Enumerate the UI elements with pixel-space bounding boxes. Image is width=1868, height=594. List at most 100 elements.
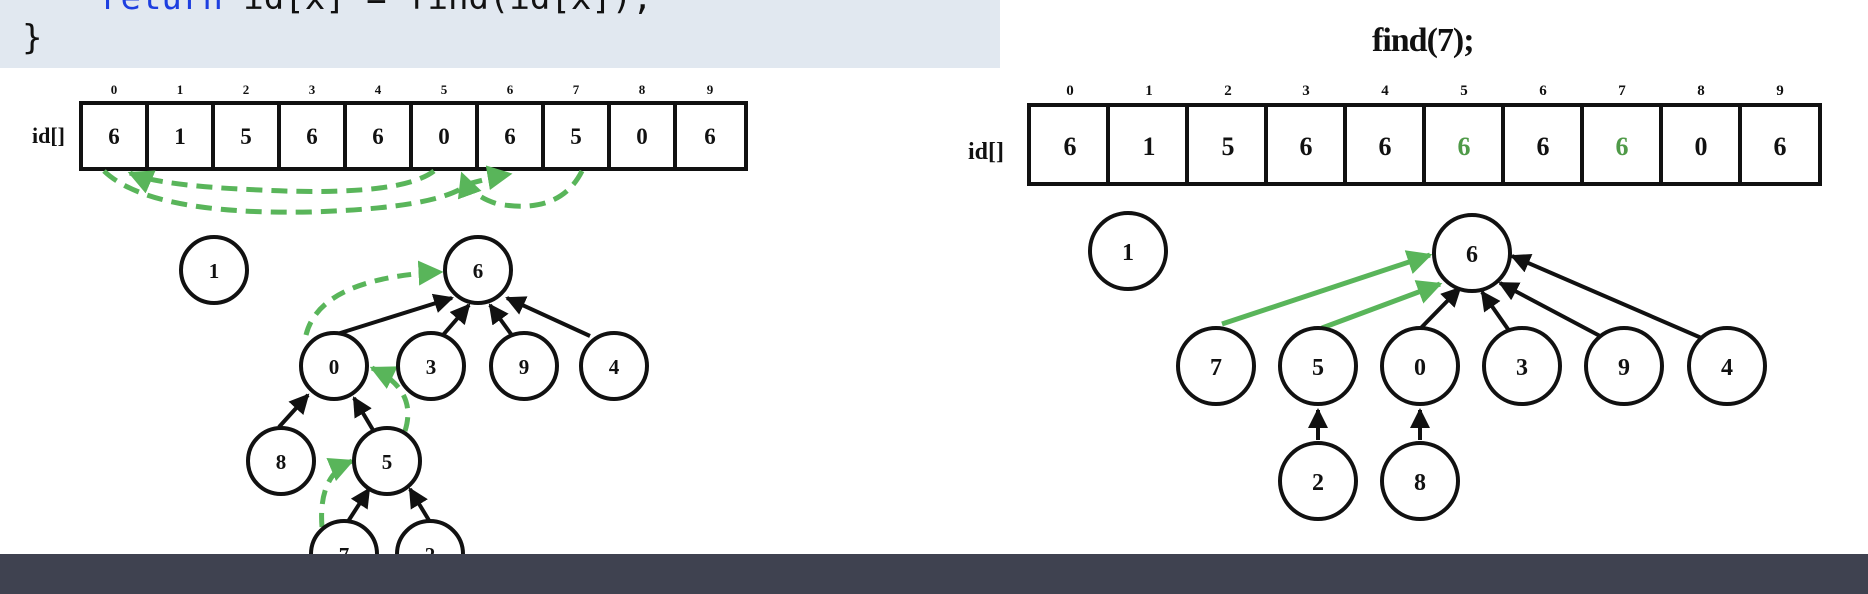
left-node-label-4: 4 bbox=[609, 355, 620, 379]
right-node-0 bbox=[1380, 326, 1460, 406]
right-value-6: 6 bbox=[1537, 132, 1550, 161]
left-array-dashed-arrows bbox=[102, 165, 585, 215]
right-index-3: 3 bbox=[1302, 83, 1310, 99]
edge-3-to-6 bbox=[441, 303, 471, 337]
right-value-8: 0 bbox=[1695, 132, 1708, 161]
right-array-cell-9 bbox=[1738, 103, 1822, 186]
r-edge-4-to-6 bbox=[1510, 253, 1721, 348]
right-node-5 bbox=[1278, 326, 1358, 406]
right-value-4: 6 bbox=[1379, 132, 1392, 161]
right-index-7: 7 bbox=[1618, 83, 1626, 99]
right-value-2: 5 bbox=[1222, 132, 1235, 161]
right-index-4: 4 bbox=[1381, 83, 1389, 99]
right-index-8: 8 bbox=[1697, 83, 1705, 99]
right-node-3 bbox=[1482, 326, 1562, 406]
left-index-6: 6 bbox=[507, 82, 514, 97]
right-node-label-6: 6 bbox=[1466, 242, 1478, 268]
left-index-0: 0 bbox=[111, 82, 118, 97]
right-node-8 bbox=[1380, 441, 1460, 521]
right-index-5: 5 bbox=[1460, 83, 1468, 99]
right-node-label-2: 2 bbox=[1312, 470, 1324, 496]
left-node-9 bbox=[489, 331, 559, 401]
left-node-label-1: 1 bbox=[209, 259, 220, 283]
right-node-labels: 1 6 7 5 0 3 9 4 2 8 bbox=[1122, 240, 1733, 496]
right-index-2: 2 bbox=[1224, 83, 1232, 99]
left-node-label-0: 0 bbox=[329, 355, 340, 379]
left-index-7: 7 bbox=[573, 82, 580, 97]
left-index-3: 3 bbox=[309, 82, 316, 97]
left-value-3: 6 bbox=[306, 124, 318, 149]
left-node-1 bbox=[179, 235, 249, 305]
left-tree-nodes bbox=[179, 235, 649, 589]
left-index-9: 9 bbox=[707, 82, 714, 97]
r-edge-9-to-6 bbox=[1498, 281, 1601, 338]
dashed-path-5-to-0 bbox=[369, 365, 411, 432]
left-value-4: 6 bbox=[372, 124, 384, 149]
edge-2-to-5 bbox=[408, 487, 432, 524]
right-node-label-9: 9 bbox=[1618, 355, 1630, 381]
right-value-7: 6 bbox=[1616, 132, 1629, 161]
right-node-label-0: 0 bbox=[1414, 355, 1426, 381]
right-node-4 bbox=[1687, 326, 1767, 406]
left-array-label: id[] bbox=[32, 123, 65, 148]
dashed-path-7-to-5 bbox=[319, 458, 355, 528]
edge-7-to-5 bbox=[345, 487, 371, 525]
green-edge-7-to-6 bbox=[1221, 250, 1433, 327]
code-line-closing-brace: } bbox=[22, 18, 43, 58]
left-value-8: 0 bbox=[636, 124, 648, 149]
code-panel: return id[x] = find(id[x]); } bbox=[0, 0, 1000, 68]
right-value-0: 6 bbox=[1064, 132, 1077, 161]
left-value-5: 0 bbox=[438, 124, 450, 149]
right-index-0: 0 bbox=[1066, 83, 1074, 99]
right-array bbox=[1027, 103, 1822, 186]
edge-0-to-6 bbox=[333, 293, 454, 337]
right-array-label: id[] bbox=[968, 139, 1004, 165]
left-index-4: 4 bbox=[375, 82, 382, 97]
code-text: id[x] = find(id[x]); bbox=[223, 0, 652, 18]
left-value-9: 6 bbox=[704, 124, 716, 149]
right-panel: id[] 0 1 2 3 4 5 6 7 8 9 6 1 bbox=[968, 83, 1822, 521]
edge-4-to-6 bbox=[505, 296, 591, 338]
left-index-labels: 0 1 2 3 4 5 6 7 8 9 bbox=[111, 82, 714, 97]
left-index-5: 5 bbox=[441, 82, 448, 97]
right-value-1: 1 bbox=[1143, 132, 1156, 161]
right-node-label-4: 4 bbox=[1721, 355, 1733, 381]
right-node-label-3: 3 bbox=[1516, 355, 1528, 381]
left-node-6 bbox=[443, 235, 513, 305]
footer-bar bbox=[0, 554, 1868, 594]
dashed-path-0-to-6 bbox=[303, 260, 444, 336]
green-edge-5-to-6 bbox=[1321, 280, 1443, 331]
left-node-label-3: 3 bbox=[426, 355, 437, 379]
left-value-0: 6 bbox=[108, 124, 120, 149]
right-node-label-7: 7 bbox=[1210, 355, 1222, 381]
left-node-8 bbox=[246, 426, 316, 496]
right-node-9 bbox=[1584, 326, 1664, 406]
left-panel: id[] 0 1 2 3 4 5 6 7 8 9 6 bbox=[32, 82, 748, 589]
right-index-9: 9 bbox=[1776, 83, 1784, 99]
right-node-7 bbox=[1176, 326, 1256, 406]
left-value-6: 6 bbox=[504, 124, 516, 149]
left-index-8: 8 bbox=[639, 82, 646, 97]
left-node-label-5: 5 bbox=[382, 450, 393, 474]
dashed-arrow-7-to-5 bbox=[457, 169, 585, 209]
left-node-5 bbox=[352, 426, 422, 496]
right-value-5: 6 bbox=[1458, 132, 1471, 161]
right-green-arrows bbox=[1221, 250, 1443, 331]
right-index-6: 6 bbox=[1539, 83, 1547, 99]
right-tree-nodes bbox=[1088, 211, 1767, 521]
left-node-labels: 1 6 0 3 9 4 8 5 7 2 bbox=[209, 259, 620, 567]
r-edge-3-to-6 bbox=[1480, 290, 1512, 334]
left-array-values: 6 1 5 6 6 0 6 5 0 6 bbox=[108, 124, 716, 149]
right-node-label-8: 8 bbox=[1414, 470, 1426, 496]
left-index-1: 1 bbox=[177, 82, 184, 97]
left-node-label-9: 9 bbox=[519, 355, 530, 379]
left-node-label-6: 6 bbox=[473, 259, 484, 283]
right-array-values: 6 1 5 6 6 6 6 6 0 6 bbox=[1064, 132, 1787, 161]
left-index-2: 2 bbox=[243, 82, 250, 97]
left-value-1: 1 bbox=[174, 124, 186, 149]
edge-5-to-0 bbox=[352, 396, 375, 432]
left-tree-edges bbox=[277, 293, 591, 525]
right-node-1 bbox=[1088, 211, 1168, 291]
right-node-2 bbox=[1278, 441, 1358, 521]
